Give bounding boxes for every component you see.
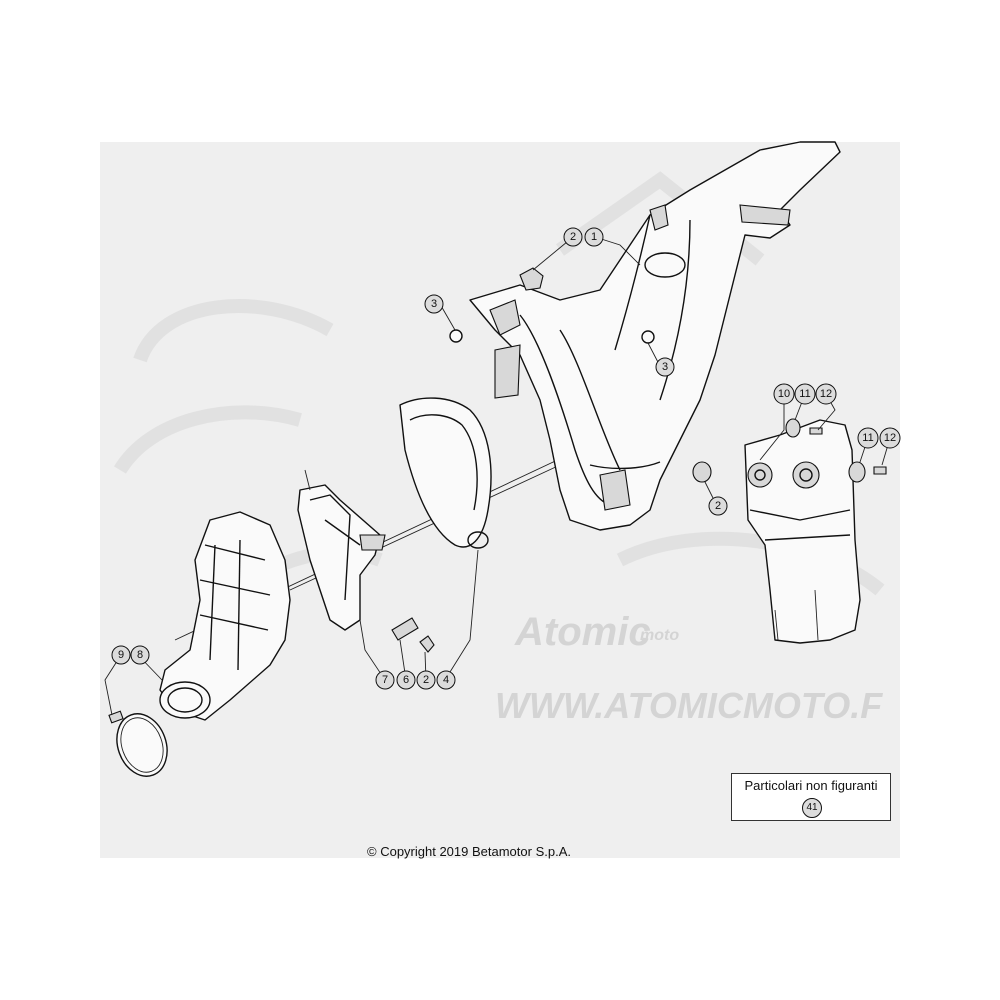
callout-7[interactable]: 7 bbox=[375, 670, 395, 690]
bolt-right bbox=[873, 466, 887, 475]
watermark-brand: Atomic bbox=[514, 610, 651, 654]
svg-text:10: 10 bbox=[778, 388, 790, 400]
watermark-brand-sub: moto bbox=[640, 627, 679, 644]
svg-text:11: 11 bbox=[862, 432, 873, 444]
svg-text:11: 11 bbox=[799, 388, 810, 400]
svg-text:2: 2 bbox=[570, 231, 576, 243]
svg-text:8: 8 bbox=[137, 649, 143, 661]
washer-right bbox=[848, 461, 866, 483]
svg-text:12: 12 bbox=[820, 388, 832, 400]
fastener-top bbox=[519, 267, 544, 291]
callout-10[interactable]: 10 bbox=[773, 383, 795, 405]
callout-3-left[interactable]: 3 bbox=[424, 294, 444, 314]
callout-11-a[interactable]: 11 bbox=[794, 383, 816, 405]
hose-clamp bbox=[108, 710, 168, 777]
svg-text:4: 4 bbox=[443, 674, 449, 686]
screw-right bbox=[641, 330, 655, 344]
callout-12-a[interactable]: 12 bbox=[815, 383, 837, 405]
svg-text:12: 12 bbox=[884, 432, 896, 444]
air-filter bbox=[399, 397, 492, 549]
parts-not-shown-title: Particolari non figuranti bbox=[744, 778, 878, 793]
bolt-top bbox=[809, 427, 823, 435]
parts-not-shown-box: Particolari non figuranti 41 bbox=[731, 773, 891, 821]
callout-9[interactable]: 9 bbox=[111, 645, 131, 665]
watermark-url: WWW.ATOMICMOTO.F bbox=[495, 685, 883, 726]
callout-12-b[interactable]: 12 bbox=[879, 427, 901, 449]
screw-left bbox=[449, 329, 463, 343]
callout-8[interactable]: 8 bbox=[130, 645, 150, 665]
callout-2-bottom[interactable]: 2 bbox=[416, 670, 436, 690]
svg-text:9: 9 bbox=[118, 649, 124, 661]
svg-text:6: 6 bbox=[403, 674, 409, 686]
clip bbox=[391, 617, 419, 641]
washer-top bbox=[785, 418, 801, 438]
svg-text:2: 2 bbox=[715, 500, 721, 512]
svg-text:7: 7 bbox=[382, 674, 388, 686]
callout-4[interactable]: 4 bbox=[436, 670, 456, 690]
intake-duct bbox=[159, 511, 291, 721]
side-cover-right bbox=[744, 419, 861, 644]
svg-text:2: 2 bbox=[423, 674, 429, 686]
filter-cage bbox=[297, 469, 386, 631]
airbox-side-panel bbox=[469, 141, 841, 531]
copyright-notice: © Copyright 2019 Betamotor S.p.A. bbox=[367, 844, 571, 859]
parts-not-shown-callout[interactable]: 41 bbox=[802, 798, 822, 818]
callout-2-right[interactable]: 2 bbox=[708, 496, 728, 516]
svg-text:3: 3 bbox=[431, 298, 437, 310]
svg-text:3: 3 bbox=[662, 361, 668, 373]
callout-2-top[interactable]: 2 bbox=[563, 227, 583, 247]
svg-text:1: 1 bbox=[591, 231, 597, 243]
nut-bottom bbox=[419, 635, 435, 653]
callout-6[interactable]: 6 bbox=[396, 670, 416, 690]
watermark-logo: Atomic moto WWW.ATOMICMOTO.F bbox=[114, 171, 885, 726]
callout-1[interactable]: 1 bbox=[584, 227, 604, 247]
callout-3-right[interactable]: 3 bbox=[655, 357, 675, 377]
callout-11-b[interactable]: 11 bbox=[857, 427, 879, 449]
grommet-right bbox=[692, 461, 712, 483]
